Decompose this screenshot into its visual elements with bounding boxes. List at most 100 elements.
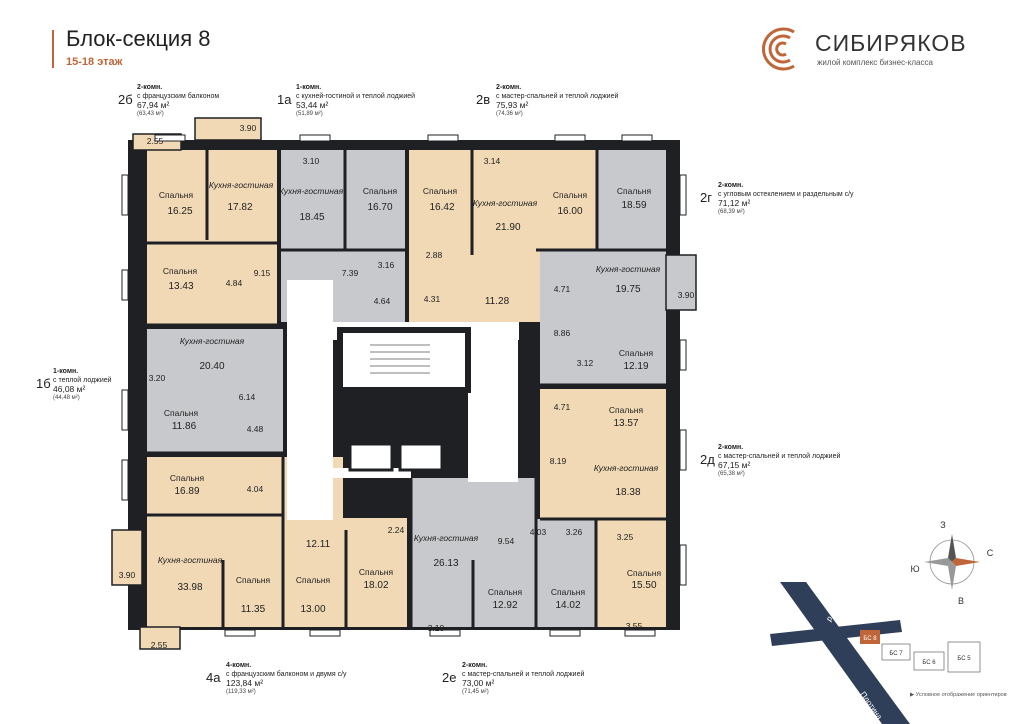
room-name: Спальня xyxy=(236,575,271,585)
room-area: 12.92 xyxy=(492,600,517,611)
stairwell xyxy=(337,327,471,393)
bs5-block xyxy=(947,641,981,673)
room-area: 3.16 xyxy=(378,260,395,270)
room-area: 7.39 xyxy=(342,268,359,278)
apt-info-1b: 1-комн.с теплой лоджией 46,08 м²(44,48 м… xyxy=(53,368,112,401)
room-area: 3.10 xyxy=(428,623,445,633)
room-area: 21.90 xyxy=(495,222,520,233)
room-name: Спальня xyxy=(363,186,398,196)
room-area: 18.02 xyxy=(363,580,388,591)
room-name: Спальня xyxy=(609,405,644,415)
room-name: Спальня xyxy=(163,266,198,276)
bs6-label: БС 6 xyxy=(922,660,936,666)
bs8-block xyxy=(860,630,880,644)
room-area: 8.19 xyxy=(550,456,567,466)
room-name: Кухня-гостиная xyxy=(209,180,274,190)
room-area: 3.90 xyxy=(678,290,695,300)
room-area: 19.75 xyxy=(615,284,640,295)
apt-2d-area xyxy=(540,389,666,519)
room-name: Кухня-гостиная xyxy=(279,186,344,196)
room-area: 12.19 xyxy=(623,361,648,372)
room-name: Спальня xyxy=(296,575,331,585)
room-area: 4.71 xyxy=(554,402,571,412)
room-area: 4.04 xyxy=(247,484,264,494)
apt-code-2e: 2е xyxy=(442,670,457,685)
apt-info-2g: 2-комн.с угловым остеклением и раздельны… xyxy=(718,182,854,215)
room-area: 15.50 xyxy=(631,580,656,591)
apt-2b-area xyxy=(147,150,277,325)
bs6-block xyxy=(913,651,945,671)
loggia-4a xyxy=(111,529,143,586)
apt-info-1a: 1-комн.с кухней-гостиной и теплой лоджие… xyxy=(296,84,416,117)
apt-info-2v: 2-комн.с мастер-спальней и теплой лоджие… xyxy=(496,84,619,117)
room-area: 11.86 xyxy=(172,421,197,432)
apt-2d-lower-area xyxy=(596,519,666,627)
room-name: Спальня xyxy=(619,348,654,358)
room-area: 3.20 xyxy=(149,373,166,383)
room-name: Кухня-гостиная xyxy=(180,336,245,346)
core-block xyxy=(333,398,468,438)
room-area: 2.88 xyxy=(426,250,443,260)
room-area: 4.64 xyxy=(374,296,391,306)
apt-code-1b: 1б xyxy=(36,376,51,391)
sitemap-note: ▶ Условное отображение ориентиров xyxy=(910,692,1007,698)
room-name: Кухня-гостиная xyxy=(473,198,538,208)
title-accent-bar xyxy=(52,30,54,68)
balcony-4a-bottom xyxy=(139,626,181,650)
room-area: 9.15 xyxy=(254,268,271,278)
room-area: 4.84 xyxy=(226,278,243,288)
room-name: Спальня xyxy=(551,587,586,597)
room-area: 4.03 xyxy=(530,527,547,537)
room-name: Спальня xyxy=(164,408,199,418)
room-area: 16.89 xyxy=(174,486,199,497)
room-area: 12.11 xyxy=(306,539,331,550)
room-area: 3.55 xyxy=(626,621,643,631)
room-area: 4.31 xyxy=(424,294,441,304)
room-area: 8.86 xyxy=(554,328,571,338)
apt-code-2b: 2б xyxy=(118,92,133,107)
room-area: 20.40 xyxy=(199,361,224,372)
bs7-label: БС 7 xyxy=(889,651,903,657)
room-name: Спальня xyxy=(423,186,458,196)
river-band xyxy=(780,582,910,724)
apt-info-2d: 2-комн.с мастер-спальней и теплой лоджие… xyxy=(718,444,841,477)
page-title: Блок-секция 8 xyxy=(66,26,211,51)
apt-code-1a: 1а xyxy=(277,92,292,107)
bs7-block xyxy=(881,643,911,661)
apt-code-2d: 2д xyxy=(700,452,715,467)
apt-code-2v: 2в xyxy=(476,92,491,107)
room-area: 18.38 xyxy=(615,487,640,498)
apt-info-2e: 2-комн.с мастер-спальней и теплой лоджие… xyxy=(462,662,585,695)
elevator-2 xyxy=(398,442,444,472)
compass-label-north: З xyxy=(940,520,945,530)
room-name: Спальня xyxy=(488,587,523,597)
room-name: Спальня xyxy=(617,186,652,196)
room-name: Спальня xyxy=(359,567,394,577)
room-area: 13.57 xyxy=(613,418,638,429)
compass-label-west: Ю xyxy=(910,564,919,574)
room-area: 14.02 xyxy=(555,600,580,611)
room-name: Спальня xyxy=(159,190,194,200)
room-area: 9.54 xyxy=(498,536,515,546)
apt-info-4a: 4-комн.с французским балконом и двумя с/… xyxy=(226,662,347,695)
apt-1b-area xyxy=(147,329,283,453)
dam-band xyxy=(770,620,902,646)
brand-name: СИБИРЯКОВ xyxy=(815,30,967,56)
room-area: 4.71 xyxy=(554,284,571,294)
elevator-1 xyxy=(348,442,394,472)
core-right xyxy=(468,322,518,482)
site-map: р. Ангара Плотина БС 8 БС 7 БС 6 БС 5 ▶ … xyxy=(770,582,1007,724)
room-area: 16.42 xyxy=(429,202,454,213)
room-area: 2.55 xyxy=(147,136,164,146)
room-area: 18.59 xyxy=(621,200,646,211)
apt-2e-area-b xyxy=(536,519,596,627)
compass-icon: З С В Ю xyxy=(910,520,993,606)
bs5-label: БС 5 xyxy=(957,656,971,662)
brand-tagline: жилой комплекс бизнес-класса xyxy=(817,58,933,67)
brand-logo-icon xyxy=(762,27,795,71)
room-area: 2.55 xyxy=(151,640,168,650)
room-area: 13.43 xyxy=(168,281,193,292)
apt-info-2b: 2-комн.с французским балконом 67,94 м²(6… xyxy=(137,84,220,117)
apt-2v-bed-area xyxy=(540,150,597,250)
